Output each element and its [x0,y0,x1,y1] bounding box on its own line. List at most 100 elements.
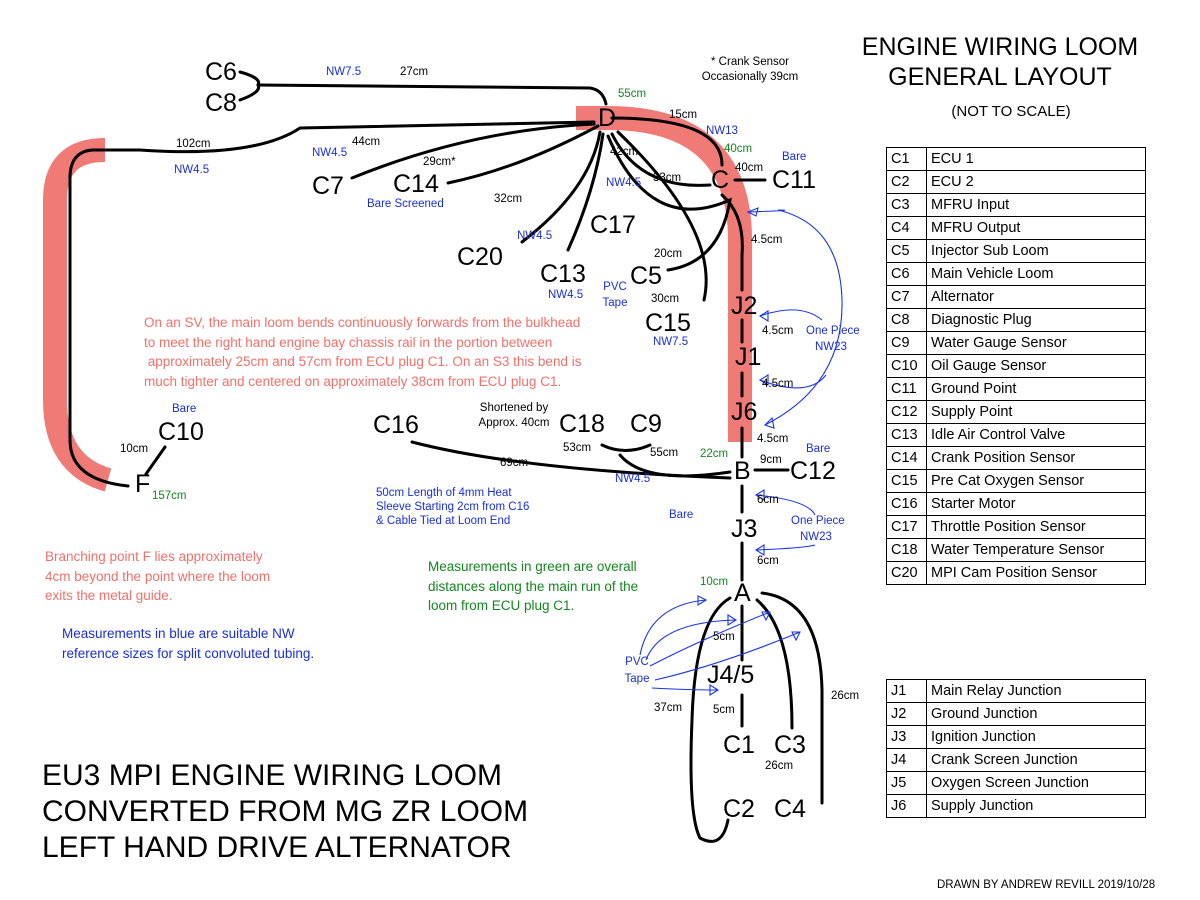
nw-lower-one-piece: NW23 [800,531,832,543]
branch-f-note: Branching point F lies approximately 4cm… [45,547,270,606]
length-j1-j6: 4.5cm [762,378,794,390]
connector-key-code: C16 [886,492,927,516]
crank-sensor-note-1: * Crank Sensor [711,56,789,68]
one-piece-upper-label: One Piece [806,325,860,337]
green-meaning-note: Measurements in green are overall distan… [428,557,638,616]
length-c-j2: 4.5cm [751,234,783,246]
junction-key-description: Oxygen Screen Junction [926,771,1146,795]
connector-c11: C11 [772,166,817,194]
pvc-tape-lower-1: PVC [625,656,649,668]
overall-distance-f: 157cm [152,490,187,502]
junction-key-description: Supply Junction [926,794,1146,818]
length-c6-c8: 27cm [400,66,429,78]
diagram-heading: ENGINE WIRING LOOM GENERAL LAYOUT [845,32,1155,92]
connector-key-code: C13 [886,423,927,447]
bare-c10-label: Bare [172,403,197,415]
junction-j2: J2 [731,292,758,320]
pvc-tape-upper-2: Tape [602,297,628,309]
blue-meaning-note: Measurements in blue are suitable NW ref… [62,624,314,663]
sleeve-note-2: Sleeve Starting 2cm from C16 [376,501,530,513]
length-c-c11: 40cm [735,162,764,174]
connector-c10: C10 [158,418,204,446]
loom-title-line-3: LEFT HAND DRIVE ALTERNATOR [42,831,512,864]
nw-d-f: NW4.5 [174,164,210,176]
connector-key-description: Throttle Position Sensor [926,515,1146,539]
length-d-c7: 44cm [352,136,381,148]
branch-f-line-3: exits the metal guide. [45,588,173,603]
crank-sensor-note-2: Occasionally 39cm [701,71,799,83]
junction-j3: J3 [731,515,758,543]
nw-d-c15: NW7.5 [653,336,689,348]
sleeve-note-1: 50cm Length of 4mm Heat [376,487,512,499]
junction-key-description: Main Relay Junction [926,679,1146,703]
nw-d-c17: NW4.5 [606,177,642,189]
nw-d-c20: NW4.5 [517,230,553,242]
junction-key-code: J5 [886,771,927,795]
connector-key-code: C3 [886,193,927,217]
connector-c14: C14 [393,170,439,198]
junction-key-description: Crank Screen Junction [926,748,1146,772]
connector-key-code: C12 [886,400,927,424]
branch-point-b: B [734,457,751,485]
junction-j1: J1 [735,343,762,371]
connector-key-code: C10 [886,354,927,378]
junction-key-code: J3 [886,725,927,749]
overall-distance-b: 22cm [700,448,729,460]
sv-bend-line-3: approximately 25cm and 57cm from ECU plu… [144,354,582,369]
length-a-j45: 5cm [713,631,735,643]
bare-b-label: Bare [669,509,694,521]
sv-bend-note: On an SV, the main loom bends continuous… [144,313,581,391]
loom-title-line-2: CONVERTED FROM MG ZR LOOM [42,795,529,828]
connector-key-description: Alternator [926,285,1146,309]
connector-c17: C17 [590,211,636,239]
drawn-by-credit: DRAWN BY ANDREW REVILL 2019/10/28 [937,879,1156,891]
junction-key-code: J2 [886,702,927,726]
nw-d-c: NW13 [706,125,738,137]
length-j45-c1: 5cm [713,704,735,716]
connector-key-description: Water Temperature Sensor [926,538,1146,562]
connector-key-description: Crank Position Sensor [926,446,1146,470]
length-a-c4: 26cm [831,690,860,702]
bare-c12-label: Bare [806,443,831,455]
connector-c16: C16 [373,411,419,439]
junction-key-code: J1 [886,679,927,703]
connector-c18: C18 [559,410,605,438]
sv-bend-line-4: much tighter and centered on approximate… [144,373,562,389]
overall-distance-c: 40cm [724,143,753,155]
connector-key-description: Oil Gauge Sensor [926,354,1146,378]
length-b-c16: 69cm [500,457,529,469]
connector-key-description: Supply Point [926,400,1146,424]
connector-c20: C20 [457,243,503,271]
connector-key-code: C1 [886,147,927,171]
length-d-c5: 20cm [654,248,683,260]
length-j6-b: 4.5cm [757,433,789,445]
connector-key-description: Water Gauge Sensor [926,331,1146,355]
junction-key-description: Ground Junction [926,702,1146,726]
one-piece-lower-label: One Piece [791,515,845,527]
connector-key-description: MFRU Output [926,216,1146,240]
sleeve-note-3: & Cable Tied at Loom End [376,515,511,527]
overall-distance-d: 55cm [618,88,647,100]
connector-key-description: Injector Sub Loom [926,239,1146,263]
connector-key-code: C8 [886,308,927,332]
length-j3-a: 6cm [757,555,779,567]
branch-point-a: A [734,579,751,607]
connector-key-description: Ground Point [926,377,1146,401]
connector-key-description: Starter Motor [926,492,1146,516]
connector-key-code: C17 [886,515,927,539]
connector-c4: C4 [774,795,806,823]
length-a-c2: 37cm [654,702,683,714]
